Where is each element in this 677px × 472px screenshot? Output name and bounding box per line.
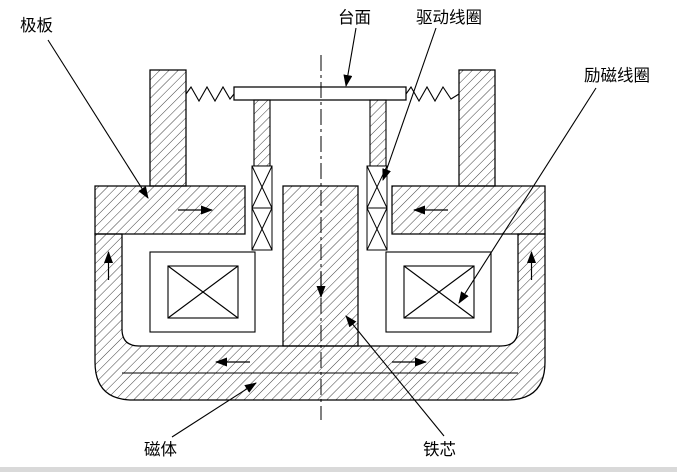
- leader-magnet-body: [171, 382, 257, 438]
- label-magnet-body: 磁体: [144, 440, 178, 459]
- leader-table-surface: [343, 27, 357, 87]
- magnet-body: [94, 233, 546, 401]
- table-surface: [233, 86, 407, 101]
- spring-right: [405, 85, 460, 103]
- label-pole-plate: 极板: [20, 16, 53, 35]
- drive-coil-right: [366, 165, 388, 251]
- label-iron-core: 铁芯: [423, 440, 456, 459]
- table-leg-left: [253, 99, 271, 167]
- window-bottom-edge: [0, 467, 677, 472]
- leader-iron-core: [345, 315, 445, 437]
- excitation-coil-right: [385, 251, 492, 333]
- support-column-left: [149, 69, 187, 187]
- table-leg-right: [369, 99, 387, 167]
- label-excitation-coil: 励磁线圈: [584, 66, 650, 85]
- support-column-right: [458, 69, 496, 187]
- label-table-surface: 台面: [338, 8, 371, 27]
- leader-pole-plate: [47, 39, 149, 199]
- drive-coil-left: [251, 165, 273, 251]
- label-leaders: [47, 27, 597, 438]
- pole-plate-left: [94, 185, 246, 235]
- spring-left: [185, 85, 235, 103]
- excitation-coil-left: [149, 251, 256, 333]
- leader-drive-coil: [382, 27, 437, 181]
- flux-arrows: [104, 205, 536, 367]
- leader-excitation-coil: [458, 87, 597, 304]
- label-drive-coil: 驱动线圈: [416, 8, 482, 27]
